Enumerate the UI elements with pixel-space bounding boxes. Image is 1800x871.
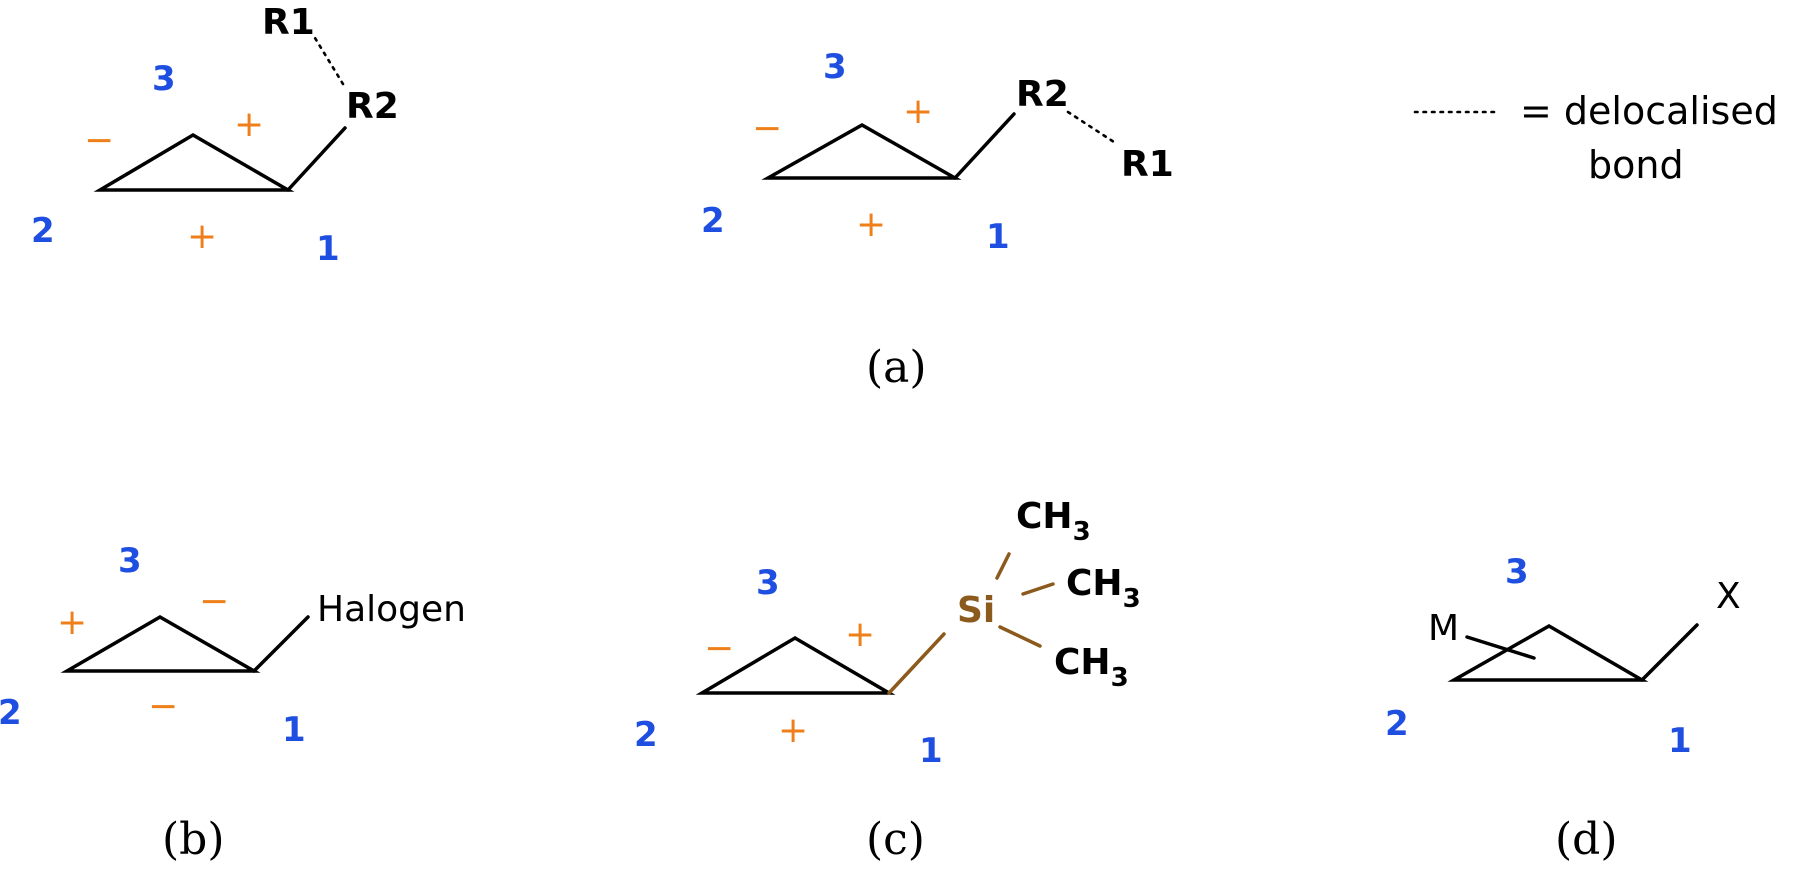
partial-charge-plus: +	[778, 710, 808, 751]
caption-a: (a)	[866, 342, 927, 393]
panel-a-left-structure: R1 R2 3 2 1 − + +	[31, 2, 399, 269]
cyclopropane-ring	[761, 122, 962, 180]
bond-c1-r2	[953, 112, 1016, 180]
methyl-subscript: 3	[1111, 663, 1129, 693]
bond-c1-x	[1640, 623, 1699, 682]
panel-b-structure: Halogen 3 2 1 + − −	[0, 541, 466, 750]
delocalised-bond	[1066, 110, 1119, 146]
r2-label: R2	[1016, 74, 1069, 115]
r1-label: R1	[1121, 144, 1174, 185]
legend: = delocalised bond	[1413, 89, 1778, 187]
panel-c-structure: Si CH3 CH3 CH3 3 2 1 − + +	[634, 496, 1141, 771]
legend-text-line1: = delocalised	[1520, 89, 1778, 133]
locant-1: 1	[919, 731, 943, 771]
methyl-group-top: CH3	[1016, 496, 1091, 547]
partial-charge-minus: −	[148, 686, 178, 727]
locant-3: 3	[756, 563, 780, 603]
bond-si-ch3-bottom	[998, 625, 1042, 648]
locant-2: 2	[1385, 704, 1409, 744]
bond-c1-si	[887, 632, 946, 695]
partial-charge-plus: +	[234, 104, 264, 145]
bond-m-ring	[1465, 635, 1536, 660]
partial-charge-plus: +	[57, 602, 87, 643]
cyclopropane-ring	[93, 132, 295, 192]
caption-c: (c)	[866, 814, 925, 865]
bond-si-ch3-middle	[1021, 582, 1055, 596]
r1-label: R1	[262, 2, 315, 43]
partial-charge-minus: −	[752, 108, 782, 149]
locant-1: 1	[986, 217, 1010, 257]
bond-c1-halogen	[252, 615, 310, 673]
silicon-label: Si	[957, 590, 995, 631]
panel-d-structure: M X 3 2 1	[1385, 552, 1741, 761]
r2-label: R2	[346, 86, 399, 127]
metal-label: M	[1428, 608, 1459, 649]
methyl-group-middle: CH3	[1066, 563, 1141, 614]
partial-charge-plus: +	[187, 216, 217, 257]
partial-charge-minus: −	[84, 120, 114, 161]
methyl-label: CH	[1066, 563, 1123, 604]
halogen-label: Halogen	[317, 589, 466, 630]
locant-1: 1	[282, 710, 306, 750]
partial-charge-plus: +	[856, 204, 886, 245]
locant-3: 3	[1505, 552, 1529, 592]
methyl-subscript: 3	[1073, 517, 1091, 547]
locant-2: 2	[701, 201, 725, 241]
locant-2: 2	[634, 715, 658, 755]
locant-2: 2	[31, 211, 55, 251]
locant-2: 2	[0, 693, 22, 733]
bond-c1-r2	[286, 126, 347, 192]
methyl-subscript: 3	[1123, 584, 1141, 614]
delocalised-bond	[313, 36, 345, 86]
x-label: X	[1716, 576, 1741, 617]
locant-1: 1	[1668, 721, 1692, 761]
panel-a-right-structure: R2 R1 3 2 1 − + +	[701, 47, 1174, 257]
locant-3: 3	[823, 47, 847, 87]
partial-charge-plus: +	[845, 614, 875, 655]
methyl-group-bottom: CH3	[1054, 642, 1129, 693]
methyl-label: CH	[1054, 642, 1111, 683]
locant-3: 3	[118, 541, 142, 581]
cyclopropane-ring	[695, 635, 896, 695]
cyclopropane-ring	[1447, 623, 1649, 682]
caption-b: (b)	[162, 814, 225, 865]
partial-charge-plus: +	[903, 91, 933, 132]
cyclopropane-ring	[60, 614, 261, 673]
partial-charge-minus: −	[704, 628, 734, 669]
partial-charge-minus: −	[199, 581, 229, 622]
caption-d: (d)	[1555, 814, 1618, 865]
legend-text-line2: bond	[1588, 143, 1684, 187]
locant-3: 3	[152, 59, 176, 99]
locant-1: 1	[316, 229, 340, 269]
bond-si-ch3-top	[995, 552, 1011, 580]
methyl-label: CH	[1016, 496, 1073, 537]
